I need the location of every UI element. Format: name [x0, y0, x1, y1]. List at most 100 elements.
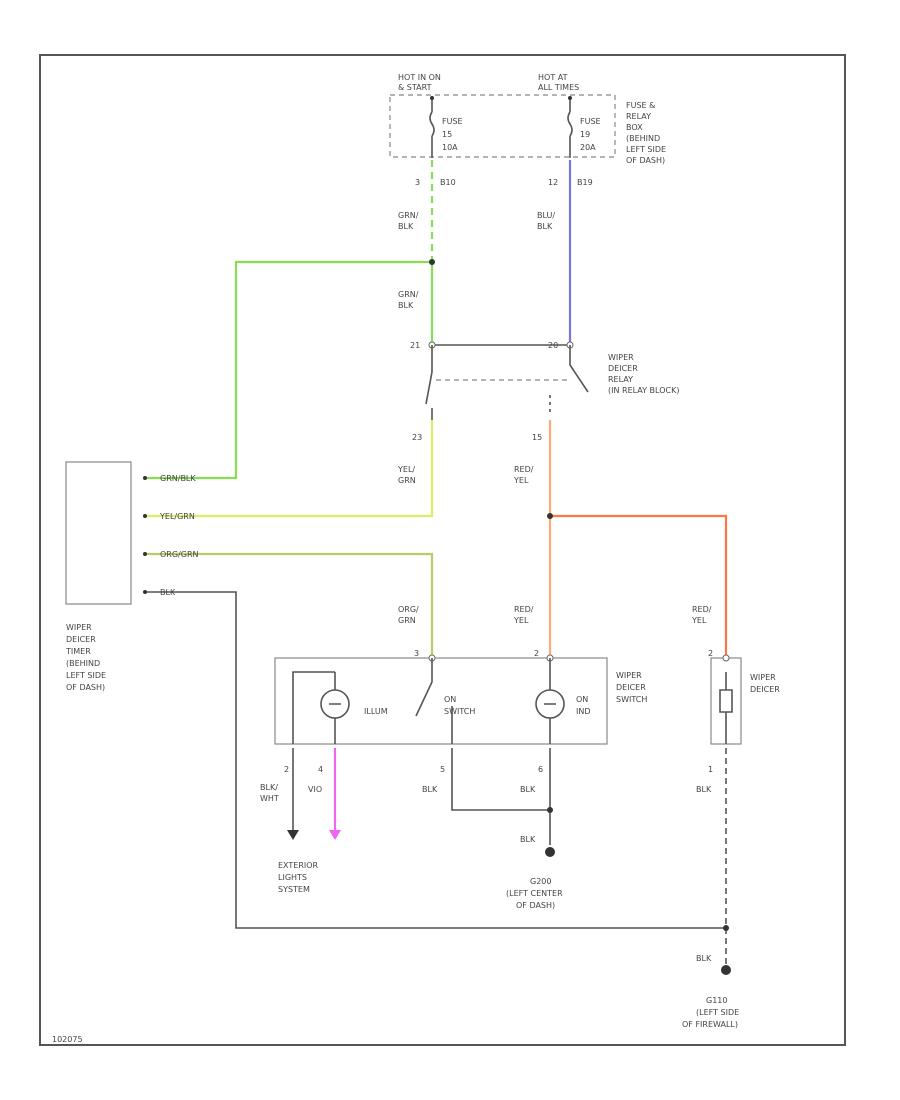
wire-grn-blk-to-timer [145, 260, 432, 480]
label-blu-blk-2: BLK [537, 222, 553, 231]
switch-pin-b6: 6 [538, 765, 543, 774]
label-yel-grn-2: GRN [398, 476, 416, 485]
switch-pin-b2: 2 [284, 765, 289, 774]
timer-pin-grn-blk: GRN/BLK [160, 474, 196, 483]
illum-bulb-filament [329, 672, 341, 744]
label-red-yel-deicer-1: RED/ [692, 605, 712, 614]
power-right-label-1: HOT AT [538, 73, 568, 82]
box-label-1: FUSE & [626, 101, 655, 110]
pin-right-number: 12 [548, 178, 558, 187]
wire-red-yel-to-deicer [550, 514, 728, 655]
relay-contact-icon [425, 345, 433, 420]
power-left-label-2: & START [398, 83, 432, 92]
label-org-grn-1: ORG/ [398, 605, 419, 614]
switch-label-2: DEICER [616, 683, 646, 692]
switch-pin-top-2: 2 [534, 649, 539, 658]
switch-pin-top-3: 3 [414, 649, 419, 658]
fuse-right-label-2: 19 [580, 130, 590, 139]
exterior-label-1: EXTERIOR [278, 861, 319, 870]
power-right-label-2: ALL TIMES [538, 83, 579, 92]
switch-ind-label-2: IND [576, 707, 591, 716]
connector-right: B19 [577, 178, 593, 187]
label-org-grn-2: GRN [398, 616, 416, 625]
deicer-pin-bottom: 1 [708, 765, 713, 774]
label-red-yel-deicer-2: YEL [691, 616, 707, 625]
arrow-exterior-blk-icon [287, 830, 299, 840]
diagram-frame [39, 54, 846, 1046]
g200-label-3: OF DASH) [516, 901, 555, 910]
g110-label-2: (LEFT SIDE [696, 1008, 739, 1017]
wiper-deicer: 2 1 WIPER DEICER [708, 649, 780, 774]
label-blk-switch-2: BLK [520, 785, 536, 794]
switch-pin-b5: 5 [440, 765, 445, 774]
fuse-19-icon [567, 98, 573, 158]
connector-left: B10 [440, 178, 456, 187]
label-grn-blk-mid-1: GRN/ [398, 290, 419, 299]
relay-pin-15: 15 [532, 433, 542, 442]
timer-label-2: DEICER [66, 635, 96, 644]
timer-label-5: LEFT SIDE [66, 671, 106, 680]
label-red-yel-relay-1: RED/ [514, 465, 534, 474]
ground-g110-icon [721, 965, 731, 975]
timer-label-6: OF DASH) [66, 683, 105, 692]
wiper-deicer-relay: 21 20 23 15 WIPER DEICER RELAY (IN RELAY… [410, 341, 679, 442]
wire-yel-grn [145, 420, 434, 518]
label-grn-blk-mid-2: BLK [398, 301, 414, 310]
label-red-yel-relay-2: YEL [513, 476, 529, 485]
fuse-right-label-1: FUSE [580, 117, 601, 126]
relay-pin-23: 23 [412, 433, 422, 442]
label-grn-blk-top-1: GRN/ [398, 211, 419, 220]
fuse-left-label-2: 15 [442, 130, 452, 139]
label-blk-switch: BLK [422, 785, 438, 794]
timer-label-4: (BEHIND [66, 659, 100, 668]
switch-label-1: WIPER [616, 671, 642, 680]
timer-pin-org-grn: ORG/GRN [160, 550, 199, 559]
footer-code: 102075 [52, 1035, 83, 1044]
fuse-left-label-3: 10A [442, 143, 458, 152]
illum-feed [292, 671, 335, 744]
fuse-left-label-1: FUSE [442, 117, 463, 126]
relay-switch-icon [569, 345, 589, 393]
wire-blk-timer-ground [145, 591, 726, 929]
g110-label-1: G110 [706, 996, 727, 1005]
switch-on-label-2: SWITCH [444, 707, 475, 716]
switch-ind-label-1: ON [576, 695, 588, 704]
g200-label-2: (LEFT CENTER [506, 889, 563, 898]
fuse-right-label-3: 20A [580, 143, 596, 152]
arrow-exterior-vio-icon [329, 830, 341, 840]
pin-left-number: 3 [415, 178, 420, 187]
on-ind-bulb-filament [544, 658, 556, 744]
deicer-label-1: WIPER [750, 673, 776, 682]
wiper-deicer-timer: GRN/BLK YEL/GRN ORG/GRN BLK WIPER DEICER… [65, 461, 199, 692]
ground-g200-icon [545, 847, 555, 857]
box-label-6: OF DASH) [626, 156, 665, 165]
splice-blk [547, 807, 553, 813]
label-red-yel-switch-2: YEL [513, 616, 529, 625]
relay-pin-21: 21 [410, 341, 420, 350]
label-blk-g110: BLK [696, 954, 712, 963]
wire-blk-switch [451, 748, 550, 811]
wire-org-grn [145, 552, 434, 655]
timer-label-3: TIMER [65, 647, 91, 656]
box-label-2: RELAY [626, 112, 651, 121]
relay-label-1: WIPER [608, 353, 634, 362]
timer-label-1: WIPER [66, 623, 92, 632]
splice-blk-g110 [723, 925, 729, 931]
fuse-relay-box: HOT IN ON & START HOT AT ALL TIMES FUSE … [389, 73, 666, 187]
timer-pin-blk: BLK [160, 588, 176, 597]
fuse-15-icon [429, 98, 435, 158]
wiper-deicer-switch: ILLUM ON SWITCH ON IND WIPER DEICER SWIT… [274, 649, 647, 774]
box-label-3: BOX [626, 123, 643, 132]
label-grn-blk-top-2: BLK [398, 222, 414, 231]
label-blk-wht-2: WHT [260, 794, 279, 803]
box-label-5: LEFT SIDE [626, 145, 666, 154]
deicer-label-2: DEICER [750, 685, 780, 694]
switch-illum-label: ILLUM [364, 707, 388, 716]
label-blk-g200: BLK [520, 835, 536, 844]
label-blk-wht-1: BLK/ [260, 783, 278, 792]
splice-grn-blk [429, 259, 435, 265]
relay-label-4: (IN RELAY BLOCK) [608, 386, 679, 395]
label-blk-deicer: BLK [696, 785, 712, 794]
switch-pin-b4: 4 [318, 765, 323, 774]
